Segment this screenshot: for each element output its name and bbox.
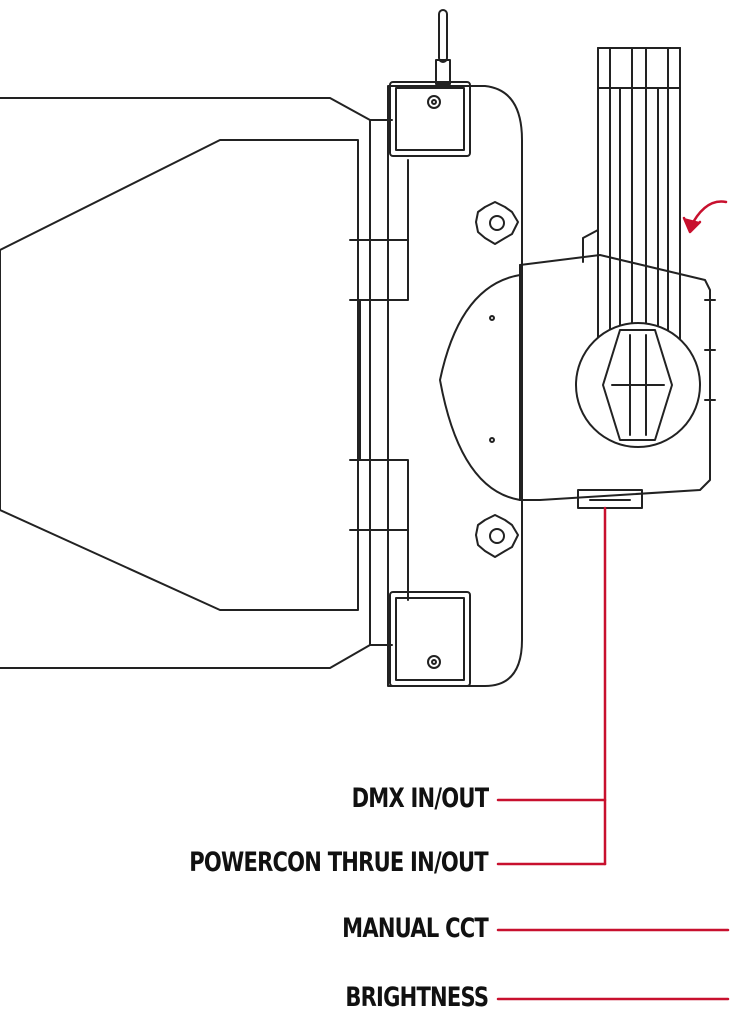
handle-arm (582, 47, 681, 351)
callout-lines (496, 506, 730, 1001)
tilt-lock-knob (575, 322, 701, 448)
callout-label-powercon: POWERCON THRUE IN/OUT (189, 847, 488, 878)
rotation-arrow (682, 200, 728, 234)
star-knob-bottom (475, 514, 519, 558)
yoke-housing (439, 254, 716, 501)
callout-label-manual-cct: MANUAL CCT (342, 913, 489, 944)
star-knob-top (475, 201, 519, 245)
mounting-frame (349, 85, 523, 687)
top-clamp (389, 9, 471, 157)
callout-label-brightness: BRIGHTNESS (345, 982, 489, 1013)
connector-block (577, 489, 643, 509)
bottom-clamp (389, 591, 471, 687)
front-housing (0, 97, 393, 669)
callout-label-dmx: DMX IN/OUT (351, 783, 489, 814)
